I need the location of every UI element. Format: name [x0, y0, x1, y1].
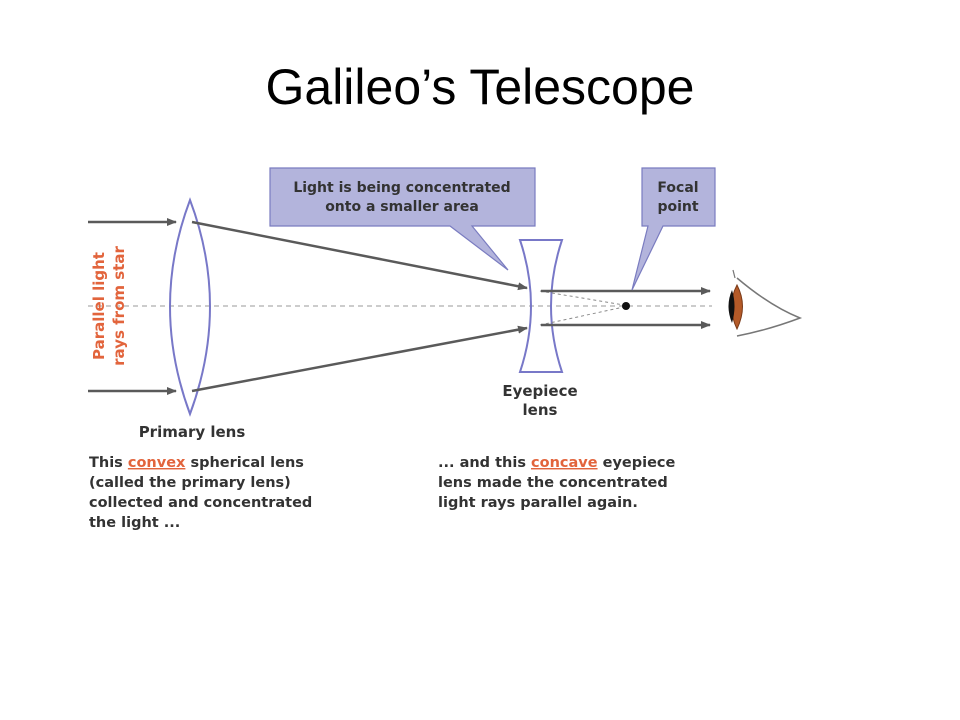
caption-left-line4: the light ...: [89, 515, 180, 531]
side-label-line2: rays from star: [110, 246, 128, 366]
slide-title: Galileo’s Telescope: [265, 59, 695, 115]
eyepiece-label-line1: Eyepiece: [502, 382, 577, 400]
caption-left: This convex spherical lens (called the p…: [89, 455, 312, 531]
callout-focal-point: Focal point: [631, 167, 716, 291]
caption-left-prefix: This: [89, 455, 128, 471]
virtual-ray-top: [539, 290, 625, 306]
caption-left-suffix: spherical lens: [185, 455, 304, 471]
caption-right: ... and this concave eyepiece lens made …: [438, 455, 676, 511]
callout-focal-line1: Focal: [657, 180, 698, 196]
primary-convex-lens: [169, 197, 211, 417]
converging-ray-top: [191, 220, 528, 291]
caption-right-keyword-concave: concave: [531, 455, 598, 471]
caption-left-line2: (called the primary lens): [89, 475, 291, 491]
virtual-ray-bottom: [539, 306, 625, 326]
callout-concentrated-line2: onto a smaller area: [325, 199, 479, 215]
caption-right-suffix: eyepiece: [598, 455, 676, 471]
callout-concentrated: Light is being concentrated onto a small…: [269, 167, 536, 271]
eyepiece-label-line2: lens: [523, 401, 558, 419]
side-label: Parallel light rays from star: [90, 246, 128, 366]
eye-icon: [728, 269, 803, 337]
primary-lens-label: Primary lens: [139, 423, 246, 441]
eyepiece-concave-lens: [518, 239, 564, 373]
converging-ray-bottom: [191, 325, 528, 393]
svg-text:... and this concave eyepiece: ... and this concave eyepiece: [438, 455, 676, 471]
callout-concentrated-line1: Light is being concentrated: [293, 180, 510, 196]
svg-text:This convex spherical lens: This convex spherical lens: [89, 455, 304, 471]
caption-right-line3: light rays parallel again.: [438, 495, 638, 511]
caption-left-keyword-convex: convex: [128, 455, 186, 471]
caption-right-prefix: ... and this: [438, 455, 531, 471]
caption-left-line3: collected and concentrated: [89, 495, 312, 511]
focal-point-dot: [622, 302, 630, 310]
callout-focal-line2: point: [657, 199, 698, 215]
side-label-line1: Parallel light: [90, 252, 108, 360]
caption-right-line2: lens made the concentrated: [438, 475, 668, 491]
